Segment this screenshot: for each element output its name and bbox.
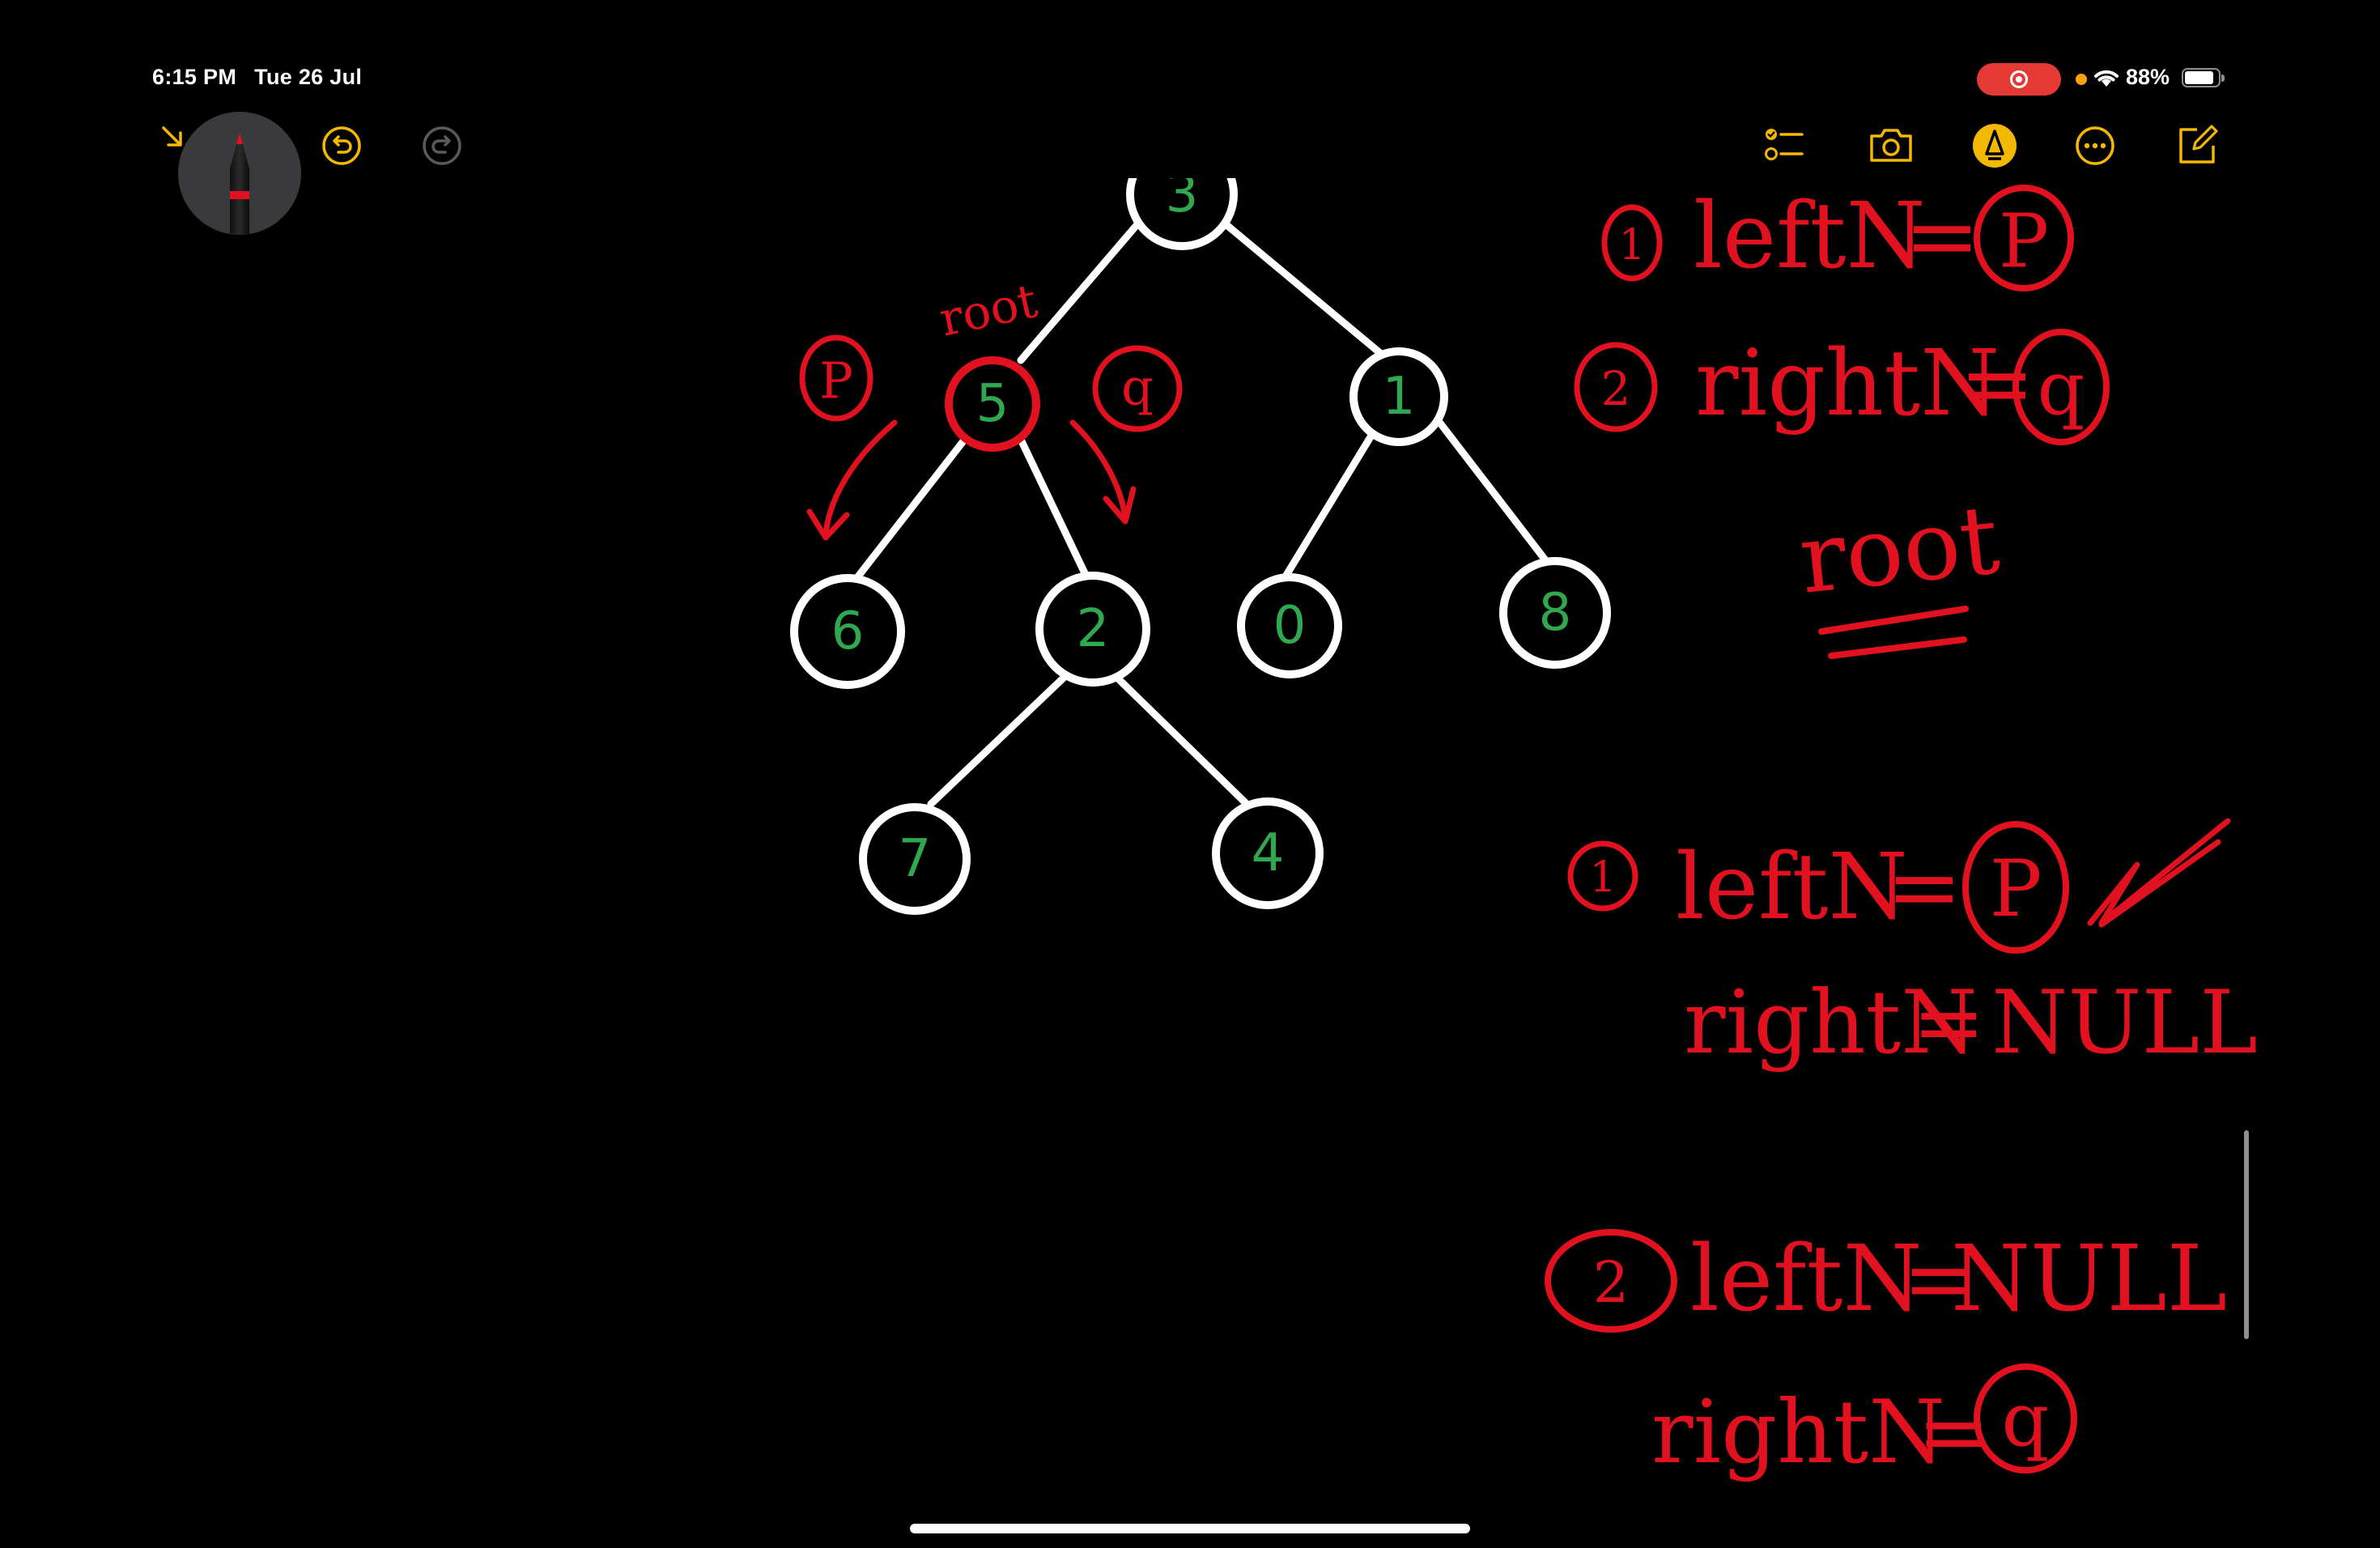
compose-button[interactable]: [2171, 120, 2223, 172]
node-label: 0: [1273, 596, 1307, 656]
example-1-line1-value: P: [1990, 844, 2042, 934]
tree-node-8: 8: [1499, 557, 1611, 669]
tree-node-0: 0: [1237, 573, 1342, 678]
example-1-line2-left: rightN: [1684, 972, 1978, 1074]
privacy-indicator-dot: [2076, 74, 2087, 85]
example-2-line2-value: q: [2002, 1377, 2050, 1464]
case-2-number: 2: [1601, 361, 1631, 416]
camera-button[interactable]: [1865, 120, 1917, 172]
case-1-eq: =: [1904, 184, 1980, 289]
record-icon: [2010, 70, 2028, 88]
notes-example-1: 1 leftN = P rightN = NULL: [1567, 818, 2258, 1074]
edge-root-5: [1017, 220, 1141, 364]
battery-percentage: 88%: [2126, 65, 2170, 89]
node-label: 1: [1383, 367, 1416, 427]
vertical-scrollbar[interactable]: [2244, 1130, 2249, 1339]
node-label: 7: [899, 829, 932, 889]
edge-2-7: [927, 674, 1068, 808]
case-2-value: q: [2038, 346, 2085, 432]
case-1-value: P: [1999, 198, 2049, 285]
checklist-icon: [1765, 129, 1804, 160]
camera-icon: [1870, 129, 1912, 162]
tree-annotations: root P q: [799, 273, 1183, 541]
markup-button[interactable]: [1969, 120, 2021, 172]
compose-icon: [2179, 125, 2218, 164]
pen-tool-button[interactable]: [178, 112, 301, 235]
node-label: 5: [976, 374, 1009, 434]
redo-icon: [423, 126, 461, 165]
example-1-line1-eq: =: [1886, 835, 1962, 940]
example-2-line2-left: rightN: [1651, 1382, 1945, 1483]
status-date: Tue 26 Jul: [254, 65, 363, 89]
checklist-button[interactable]: [1758, 120, 1810, 172]
ellipsis-circle-icon: [2076, 126, 2114, 165]
screen-recording-indicator[interactable]: [1977, 63, 2061, 96]
tree-node-5: 5: [945, 356, 1040, 452]
edge-5-6: [854, 427, 975, 580]
pen-icon: [230, 133, 249, 235]
checkmark-icon: [2087, 818, 2231, 928]
markup-pen-icon: [1973, 124, 2017, 168]
node-label: 8: [1539, 583, 1572, 643]
example-2-line1-left: leftN: [1690, 1227, 1923, 1332]
edge-1-8: [1432, 414, 1553, 568]
battery-icon: [2182, 68, 2225, 87]
node-label: 6: [831, 602, 865, 661]
example-1-line2-eq: =: [1912, 972, 1986, 1074]
case-1-number: 1: [1618, 221, 1645, 270]
undo-button[interactable]: [316, 120, 368, 172]
tree-node-2: 2: [1035, 572, 1150, 687]
undo-icon: [322, 126, 361, 165]
tree-node-7: 7: [859, 803, 971, 915]
tree-node-4: 4: [1212, 797, 1324, 909]
notes-cases: 1 leftN = P 2 rightN = q root: [1574, 184, 2110, 659]
more-options-button[interactable]: [2069, 120, 2121, 172]
notes-example-2: 2 leftN = NULL rightN = q: [1545, 1227, 2227, 1483]
redo-button[interactable]: [416, 120, 468, 172]
example-1-line1-left: leftN: [1676, 835, 1908, 940]
node-label: 2: [1077, 599, 1110, 659]
edge-2-4: [1115, 675, 1251, 808]
edge-1-0: [1281, 432, 1375, 580]
result-root: root: [1795, 483, 2004, 615]
tree-edges: [854, 219, 1553, 808]
wifi-icon: [2094, 70, 2119, 87]
tree-node-6: 6: [790, 574, 905, 689]
example-2-line1-eq: =: [1902, 1227, 1978, 1332]
tree-node-1: 1: [1349, 347, 1448, 446]
arrow-down-right-icon[interactable]: [159, 123, 188, 152]
example-1-number: 1: [1589, 853, 1616, 902]
status-bar-clock: 6:15 PM Tue 26 Jul: [152, 65, 380, 90]
battery-level-fill: [2185, 71, 2214, 84]
node-label: 4: [1252, 823, 1285, 883]
q-marker: q: [1121, 358, 1154, 417]
example-2-number: 2: [1593, 1249, 1630, 1316]
case-2-left: rightN: [1695, 331, 2000, 436]
root-annotation: root: [935, 273, 1042, 347]
edge-root-1: [1221, 219, 1385, 358]
example-1-line2-value: NULL: [1991, 972, 2258, 1074]
edge-5-2: [1018, 437, 1090, 579]
status-time: 6:15 PM: [152, 65, 237, 89]
example-2-line1-value: NULL: [1951, 1227, 2227, 1332]
home-indicator[interactable]: [910, 1524, 1470, 1533]
p-marker: P: [819, 351, 853, 410]
case-1-left: leftN: [1694, 184, 1926, 289]
